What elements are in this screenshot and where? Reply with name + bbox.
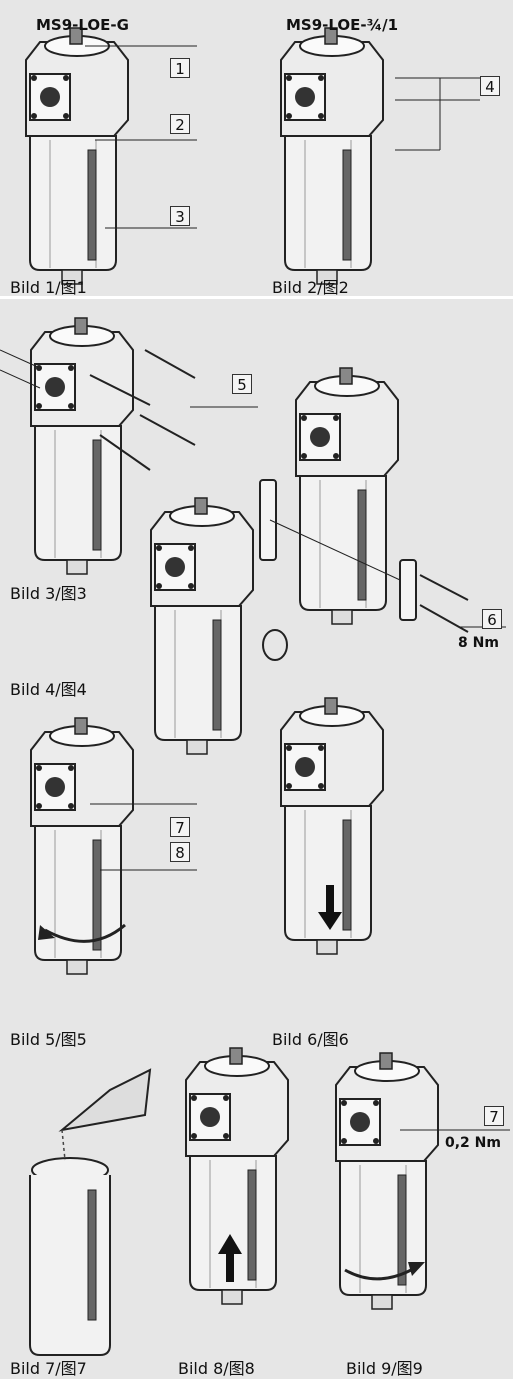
figure-label-5: Bild 5/图5 [10,1030,87,1049]
callout-4: 4 [480,76,500,96]
screws-fig3 [89,349,196,471]
figure-label-6: Bild 6/图6 [272,1030,349,1049]
device-fig1 [25,27,129,285]
up-arrow-fig8 [218,1234,242,1282]
title-right: MS9-LOE-¾/1 [286,16,399,34]
bowl-fig7 [29,1068,152,1356]
callout-1: 1 [170,58,190,78]
callout-2: 2 [170,114,190,134]
device-fig8 [185,1047,289,1305]
assembly-fig4 [259,479,469,661]
torque-02nm: 0,2 Nm [445,1135,501,1151]
figure-label-1: Bild 1/图1 [10,278,87,297]
figure-label-8: Bild 8/图8 [178,1359,255,1378]
device-fig2 [280,27,384,285]
callout-7b: 7 [484,1106,504,1126]
callout-3: 3 [170,206,190,226]
callout-8: 8 [170,842,190,862]
figure-label-3: Bild 3/图3 [10,584,87,603]
callout-6: 6 [482,609,502,629]
callout-7a: 7 [170,817,190,837]
figure-label-2: Bild 2/图2 [272,278,349,297]
device-fig3 [30,317,134,575]
figure-label-7: Bild 7/图7 [10,1359,87,1378]
title-left: MS9-LOE-G [36,16,129,34]
down-arrow-fig6 [318,885,342,930]
rotate-arrow-fig5 [44,923,126,943]
device-fig4-right [295,367,399,625]
figure-label-4: Bild 4/图4 [10,680,87,699]
device-fig9 [335,1052,439,1310]
callout-5: 5 [232,374,252,394]
device-fig4 [150,497,254,755]
torque-8nm: 8 Nm [458,635,499,651]
figure-label-9: Bild 9/图9 [346,1359,423,1378]
axis-lines-fig3 [0,349,41,389]
